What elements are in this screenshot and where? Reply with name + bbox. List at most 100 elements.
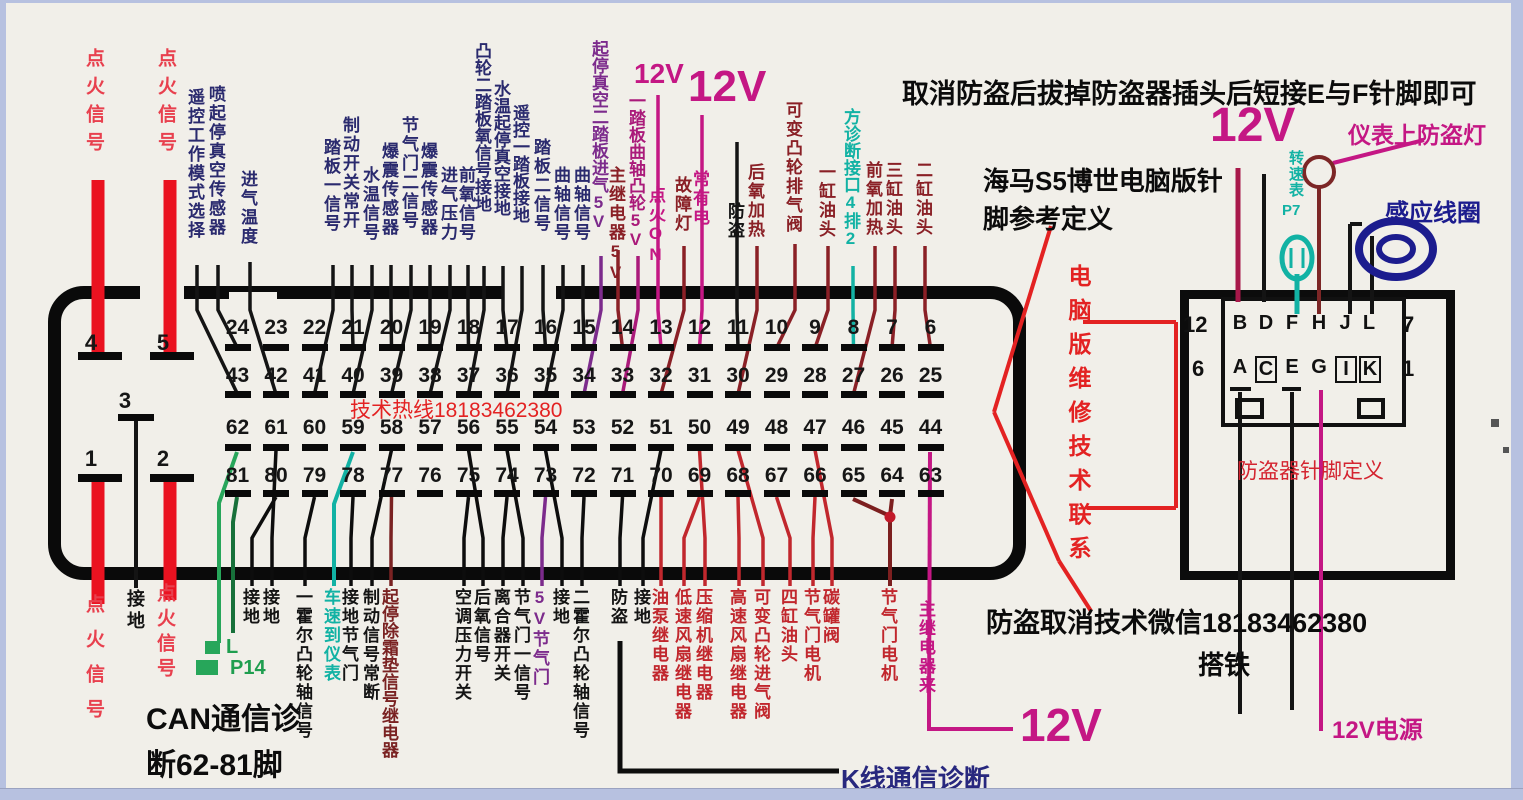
pin-number: 17	[495, 316, 519, 339]
pin-tick	[224, 490, 251, 497]
pin-label-top: 防盗	[725, 202, 744, 240]
pin-tick	[150, 474, 194, 482]
wire-p14: P14	[230, 657, 266, 679]
pin-tick	[686, 444, 713, 451]
pin-tick	[532, 391, 559, 398]
pin-number: 80	[264, 464, 288, 487]
pin-number: 28	[803, 364, 827, 387]
pin-tick	[917, 444, 944, 451]
pin-number: 36	[495, 364, 519, 387]
pin-tick	[118, 414, 154, 421]
wire	[217, 451, 239, 643]
pin-tick	[301, 344, 328, 351]
wire	[923, 246, 933, 349]
pin-tick	[802, 490, 828, 497]
pin-tick	[686, 490, 713, 497]
pin-number: 40	[341, 364, 365, 387]
small-rect	[1503, 447, 1509, 453]
pin-tick	[840, 391, 867, 398]
hotline: 技术热线18183462380	[350, 399, 563, 422]
wire	[735, 142, 740, 349]
pin-number: 79	[302, 464, 327, 487]
pin-number: 69	[687, 464, 712, 487]
wire	[697, 115, 704, 349]
pin-number: 11	[726, 316, 750, 339]
pin-label-bottom: 节气门电机	[878, 588, 897, 683]
pin-tick	[532, 344, 559, 351]
wire	[659, 246, 686, 395]
pin-tick	[301, 391, 328, 398]
wire	[992, 225, 1053, 413]
wire	[736, 246, 759, 395]
pin-tick	[571, 444, 597, 451]
pin-label-bottom: 接地节气门	[339, 588, 358, 683]
pin-number: 78	[341, 464, 365, 487]
pin-label-bottom: 起停除霜垫信号继电器	[379, 588, 398, 758]
ignition-signal-pin5: 点火信号	[155, 48, 176, 160]
pin-tick	[840, 490, 867, 497]
wire	[656, 95, 663, 349]
wire	[813, 449, 834, 586]
pin-number: 59	[341, 416, 365, 439]
pin-number: 26	[880, 364, 904, 387]
v12-topright: 12V	[1210, 99, 1296, 152]
pin-number: 73	[533, 464, 558, 487]
pin-number: 10	[764, 316, 789, 339]
wire	[370, 449, 394, 586]
wire	[736, 496, 741, 586]
pin-label-bottom: 接地	[631, 588, 650, 626]
ground-strap: 搭铁	[1198, 650, 1251, 680]
wire	[618, 496, 625, 586]
wire	[851, 246, 877, 395]
connector-pin-letter: H	[1311, 312, 1327, 334]
green-connector-icon	[196, 660, 218, 675]
wire	[501, 266, 509, 349]
pin-number: 62	[225, 416, 250, 439]
pin-label-top: 喷起停真空传感器	[206, 85, 225, 237]
theft-pin-def: 防盗器针脚定义	[1237, 460, 1384, 483]
pin-number: 35	[533, 364, 558, 387]
coil-icon	[1376, 234, 1416, 264]
wire	[736, 449, 765, 586]
immobilizer-connector-inner	[1221, 297, 1406, 427]
tacho-p7: P7	[1282, 202, 1301, 219]
wire	[389, 265, 394, 349]
pin-number: 43	[225, 364, 250, 387]
wire	[1332, 138, 1425, 165]
pin-number: 45	[880, 416, 904, 439]
wire	[852, 497, 891, 518]
pin-number: 1	[84, 446, 98, 471]
wire	[540, 496, 548, 586]
pin-tick	[802, 444, 828, 451]
pin-tick	[417, 444, 443, 451]
pin-tick	[879, 344, 905, 351]
pin-label-bottom: 空调压力开关	[452, 588, 471, 702]
wire	[312, 265, 335, 395]
wire	[992, 411, 1061, 562]
pin-label-top: 爆震传感器	[418, 142, 437, 237]
wire	[428, 265, 452, 395]
wire	[890, 246, 897, 349]
pin-tick	[455, 444, 482, 451]
pin-label-bottom: 节气门电机	[801, 588, 820, 683]
pin-tick	[571, 344, 597, 351]
pin-number: 23	[264, 316, 288, 339]
cancel-note: 取消防盗后拔掉防盗器插头后短接E与F针脚即可	[902, 79, 1477, 109]
pin-label-top: 点火ON	[646, 186, 665, 266]
pin-number: 18	[456, 316, 481, 339]
pin-number: 64	[880, 464, 904, 487]
pin-label-top: 起停真空二踏板进气5V	[589, 40, 608, 231]
pin-tick	[378, 344, 405, 351]
ignition-signal-pin1: 点火信号	[83, 594, 104, 734]
pin-tick	[301, 444, 328, 451]
pin-number: 31	[687, 364, 712, 387]
pin-number: 25	[918, 364, 943, 387]
pin-tick	[763, 444, 790, 451]
pin-label-bottom: 制动信号常断	[360, 588, 379, 702]
pin-tick	[150, 352, 194, 360]
pin-tick	[648, 490, 674, 497]
wire	[270, 449, 278, 586]
wire	[616, 250, 625, 349]
pin-number: 49	[726, 416, 750, 439]
